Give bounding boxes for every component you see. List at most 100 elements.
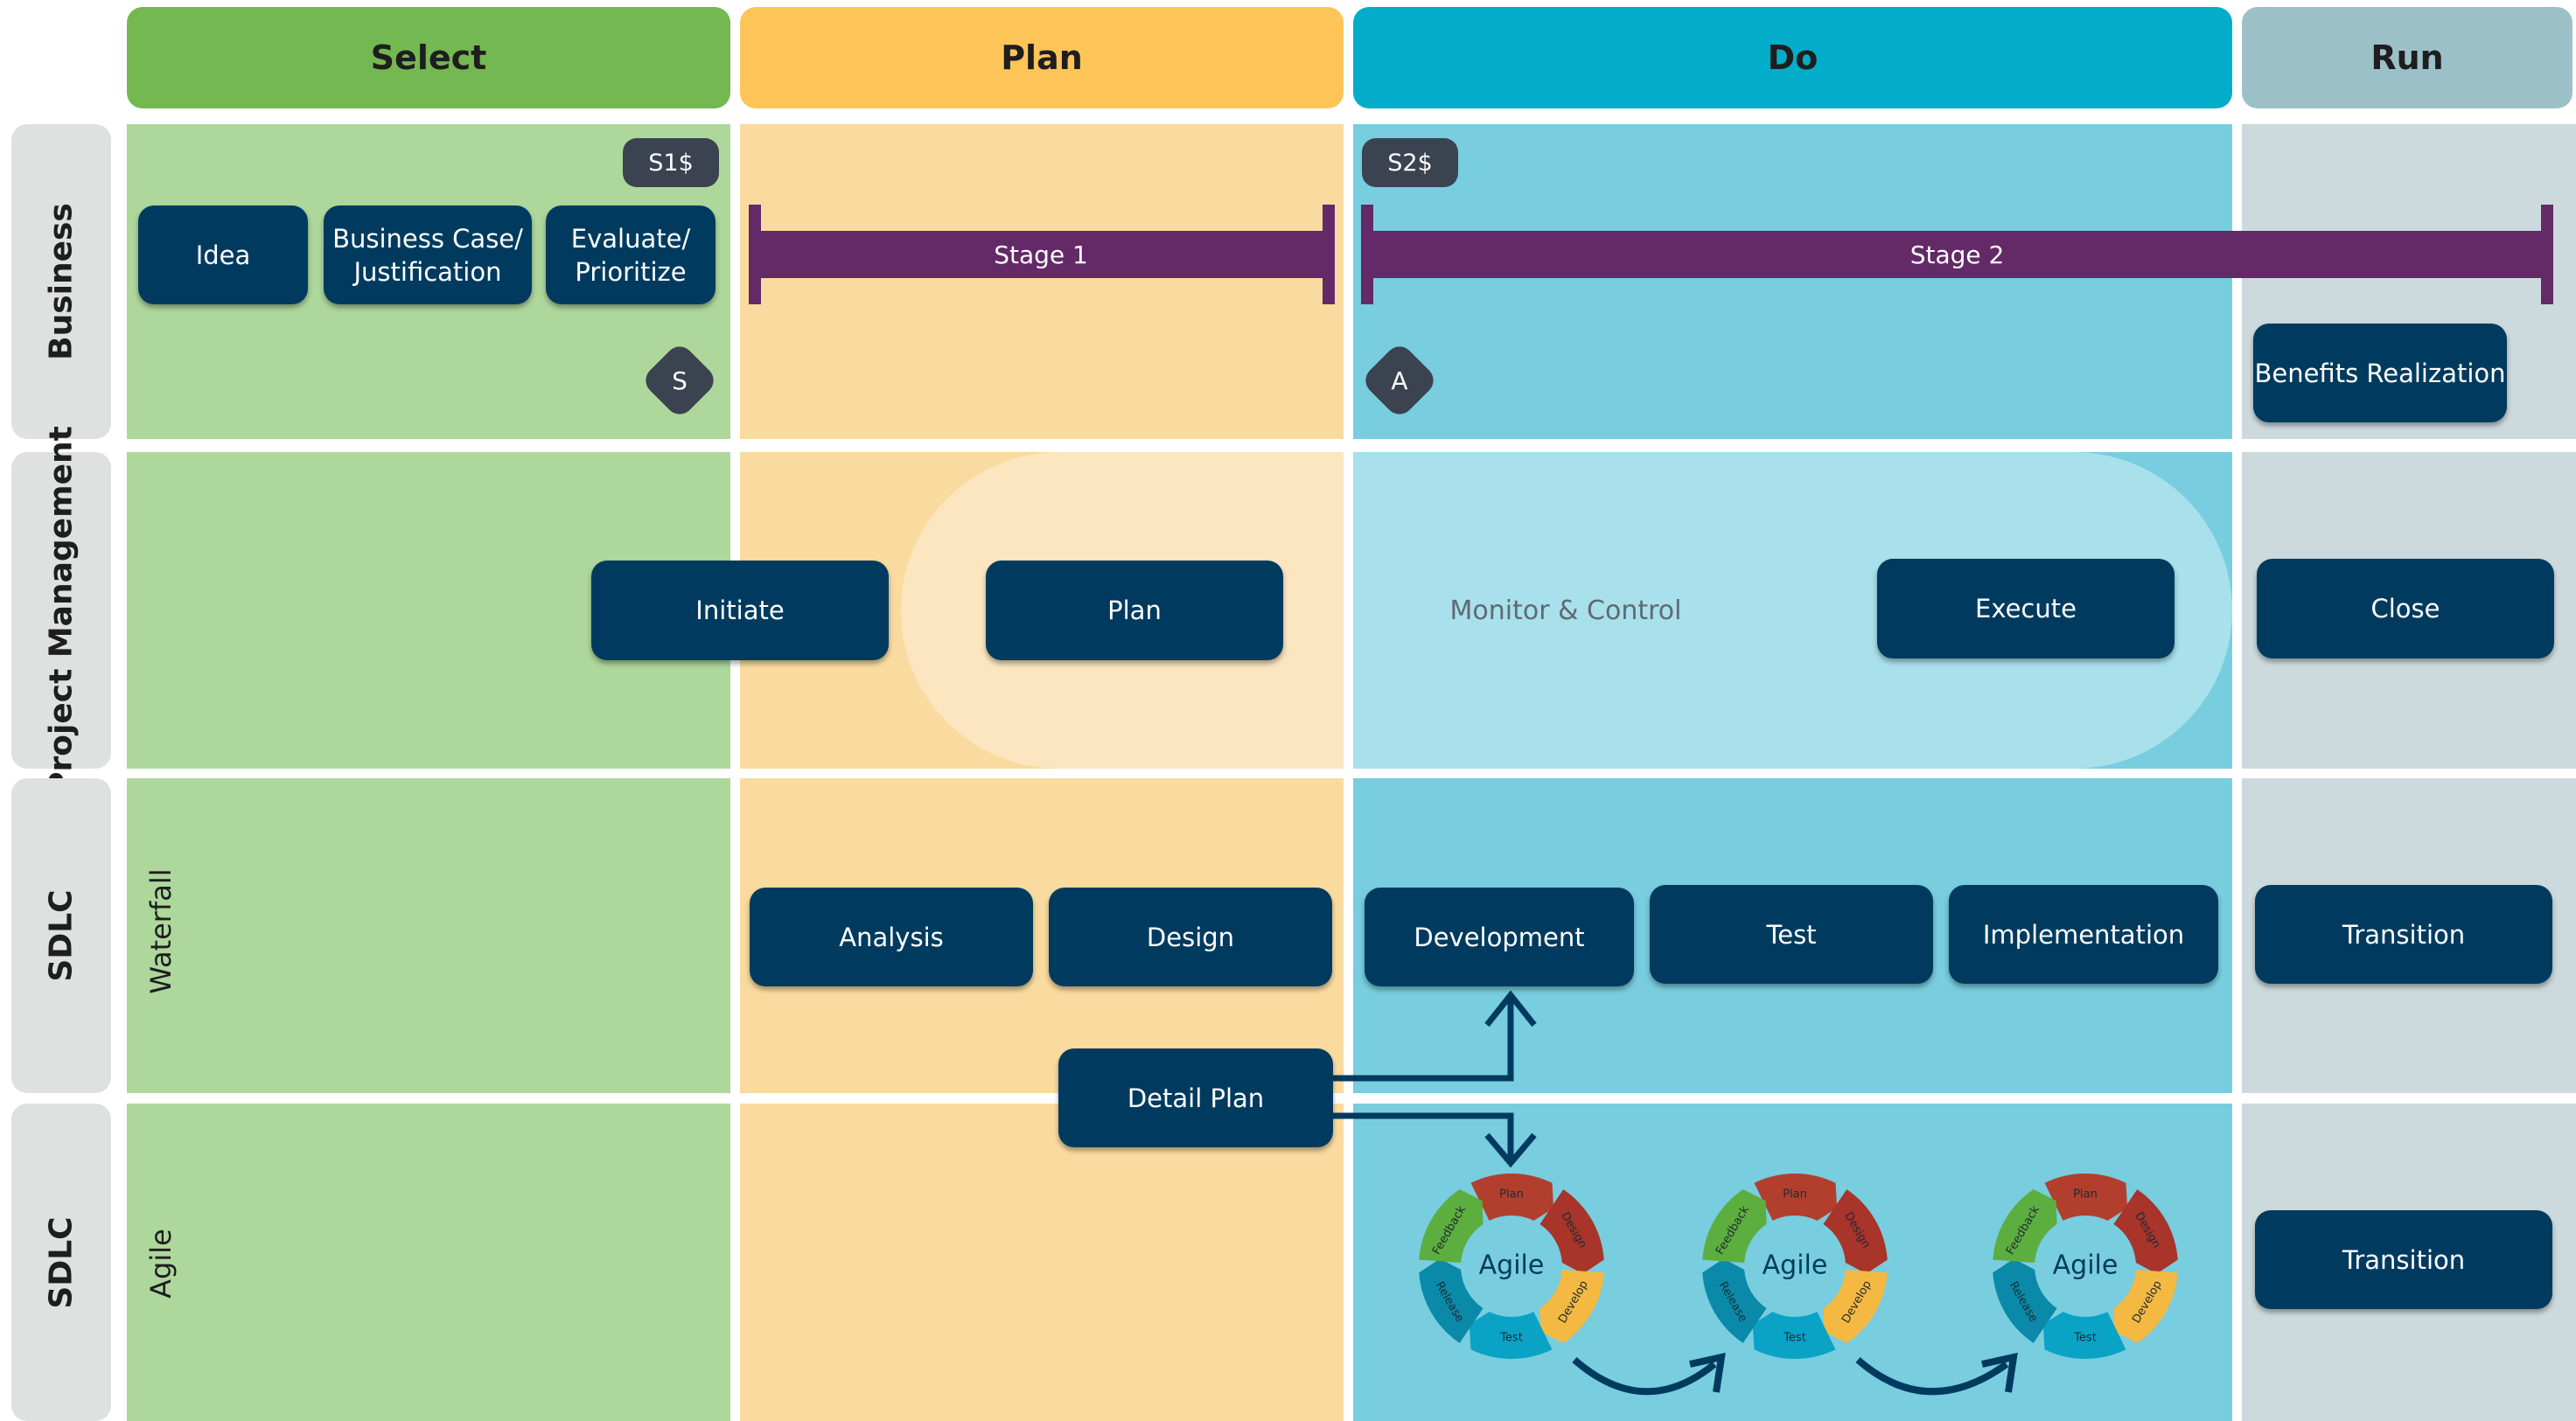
agile-segment-label: Test xyxy=(1783,1332,1806,1345)
column-header-plan: Plan xyxy=(740,7,1344,108)
idea-box: Idea xyxy=(138,205,308,304)
row-label-sdlc-agile: SDLC xyxy=(11,1104,111,1421)
implementation-box: Implementation xyxy=(1949,885,2218,984)
close-box: Close xyxy=(2257,559,2554,658)
business-case-line1: Business Case/ xyxy=(332,223,523,254)
arrow-to-agile xyxy=(1330,1112,1537,1168)
cell-business-plan xyxy=(740,124,1344,439)
agile-cycle-2: PlanDesignDevelopTestReleaseFeedbackAgil… xyxy=(1702,1174,1888,1359)
agile-segment-design xyxy=(2113,1189,2178,1274)
stage2-bar xyxy=(1365,231,2550,278)
analysis-box: Analysis xyxy=(750,888,1033,986)
evaluate-line2: Prioritize xyxy=(575,256,687,287)
column-header-do-label: Do xyxy=(1767,38,1819,77)
agile-cycle-3: PlanDesignDevelopTestReleaseFeedbackAgil… xyxy=(1993,1174,2178,1359)
agile-segment-plan xyxy=(1754,1174,1838,1221)
agile-segment-test xyxy=(2042,1312,2126,1359)
agile-segment-label: Plan xyxy=(2073,1188,2098,1202)
agile-transition-label: Transition xyxy=(2342,1244,2466,1275)
agile-segment-test xyxy=(1752,1312,1836,1359)
waterfall-transition-label: Transition xyxy=(2342,919,2466,950)
initiate-label: Initiate xyxy=(695,596,785,625)
stage1-label-text: Stage 1 xyxy=(994,240,1088,269)
initiate-box: Initiate xyxy=(591,561,889,660)
agile-cycle-center xyxy=(1749,1221,1840,1312)
column-header-do: Do xyxy=(1353,7,2232,108)
detail-plan-label: Detail Plan xyxy=(1127,1083,1265,1113)
agile-segment-develop xyxy=(1539,1270,1604,1343)
gate-s-text: S xyxy=(672,366,688,395)
stage1-cap-left xyxy=(749,205,761,304)
business-case-line2: Justification xyxy=(353,256,502,287)
agile-segment-plan xyxy=(2044,1174,2128,1221)
test-box: Test xyxy=(1650,885,1933,984)
detail-plan-box: Detail Plan xyxy=(1058,1048,1333,1147)
development-label: Development xyxy=(1414,922,1585,952)
agile-segment-label: Test xyxy=(1499,1332,1523,1345)
execute-box: Execute xyxy=(1877,559,2175,658)
cell-business-do xyxy=(1353,124,2232,439)
close-label: Close xyxy=(2370,594,2440,623)
cell-agile-plan xyxy=(740,1104,1344,1421)
agile-segment-label: Plan xyxy=(1783,1188,1807,1202)
row-label-sdlc-waterfall: SDLC xyxy=(11,778,111,1093)
evaluate-line1: Evaluate/ xyxy=(570,223,691,254)
agile-segment-release xyxy=(1993,1258,2057,1343)
agile-segment-release xyxy=(1419,1258,1483,1343)
gate-a-text: A xyxy=(1391,366,1408,395)
agile-segment-design xyxy=(1823,1189,1888,1274)
agile-cycle-center-label: Agile xyxy=(1763,1250,1828,1281)
pm-plan-box: Plan xyxy=(986,561,1283,660)
development-box: Development xyxy=(1365,888,1634,986)
arrow-to-development xyxy=(1330,990,1537,1082)
agile-segment-feedback xyxy=(1419,1189,1483,1263)
agile-cycle-center xyxy=(1466,1221,1557,1312)
agile-segment-feedback xyxy=(1993,1189,2057,1263)
column-header-run: Run xyxy=(2242,7,2573,108)
implementation-label: Implementation xyxy=(1982,919,2185,950)
cycle-arrow-1 xyxy=(1572,1352,1726,1396)
execute-label: Execute xyxy=(1975,594,2077,623)
agile-segment-plan xyxy=(1470,1174,1554,1221)
stage2-cap-right xyxy=(2541,205,2553,304)
idea-box-label: Idea xyxy=(195,240,251,270)
column-header-plan-label: Plan xyxy=(1001,38,1083,77)
row-label-project-management: Project Management xyxy=(11,426,111,795)
benefits-realization-label: Benefits Realization xyxy=(2254,358,2506,388)
agile-segment-test xyxy=(1469,1312,1553,1359)
s2-cost-badge-text: S2$ xyxy=(1387,149,1433,177)
waterfall-transition-box: Transition xyxy=(2255,885,2552,984)
gate-a-label: A xyxy=(1372,352,1428,408)
agile-transition-box: Transition xyxy=(2255,1210,2552,1309)
analysis-label: Analysis xyxy=(839,922,944,952)
agile-cycle-center xyxy=(2040,1221,2131,1312)
column-header-select: Select xyxy=(127,7,730,108)
pm-plan-label: Plan xyxy=(1107,596,1162,625)
agile-cycle-center-label: Agile xyxy=(2053,1250,2119,1281)
agile-cycle-center-label: Agile xyxy=(1479,1250,1545,1281)
stage2-label-text: Stage 2 xyxy=(1909,240,2005,269)
test-label: Test xyxy=(1766,919,1817,950)
stage1-label: Stage 1 xyxy=(752,231,1330,278)
cell-agile-select xyxy=(127,1104,730,1421)
design-label: Design xyxy=(1146,922,1235,952)
stage1-cap-right xyxy=(1323,205,1335,304)
cell-waterfall-select xyxy=(127,778,730,1093)
evaluate-box: Evaluate/Prioritize xyxy=(546,205,716,304)
s1-cost-badge-text: S1$ xyxy=(648,149,694,177)
stage1-bar xyxy=(752,231,1330,278)
agile-segment-label: Test xyxy=(2073,1332,2097,1345)
stage2-label: Stage 2 xyxy=(1365,231,2550,278)
gate-s-label: S xyxy=(652,352,708,408)
benefits-realization-box: Benefits Realization xyxy=(2253,324,2507,422)
monitor-control-label: Monitor & Control xyxy=(1417,561,1714,660)
column-header-run-label: Run xyxy=(2370,38,2444,77)
cycle-arrow-2 xyxy=(1855,1352,2018,1396)
agile-segment-release xyxy=(1702,1258,1767,1343)
monitor-control-text: Monitor & Control xyxy=(1449,595,1682,626)
agile-segment-feedback xyxy=(1702,1189,1767,1263)
s1-cost-badge: S1$ xyxy=(623,138,719,187)
agile-segment-label: Plan xyxy=(1499,1188,1524,1202)
